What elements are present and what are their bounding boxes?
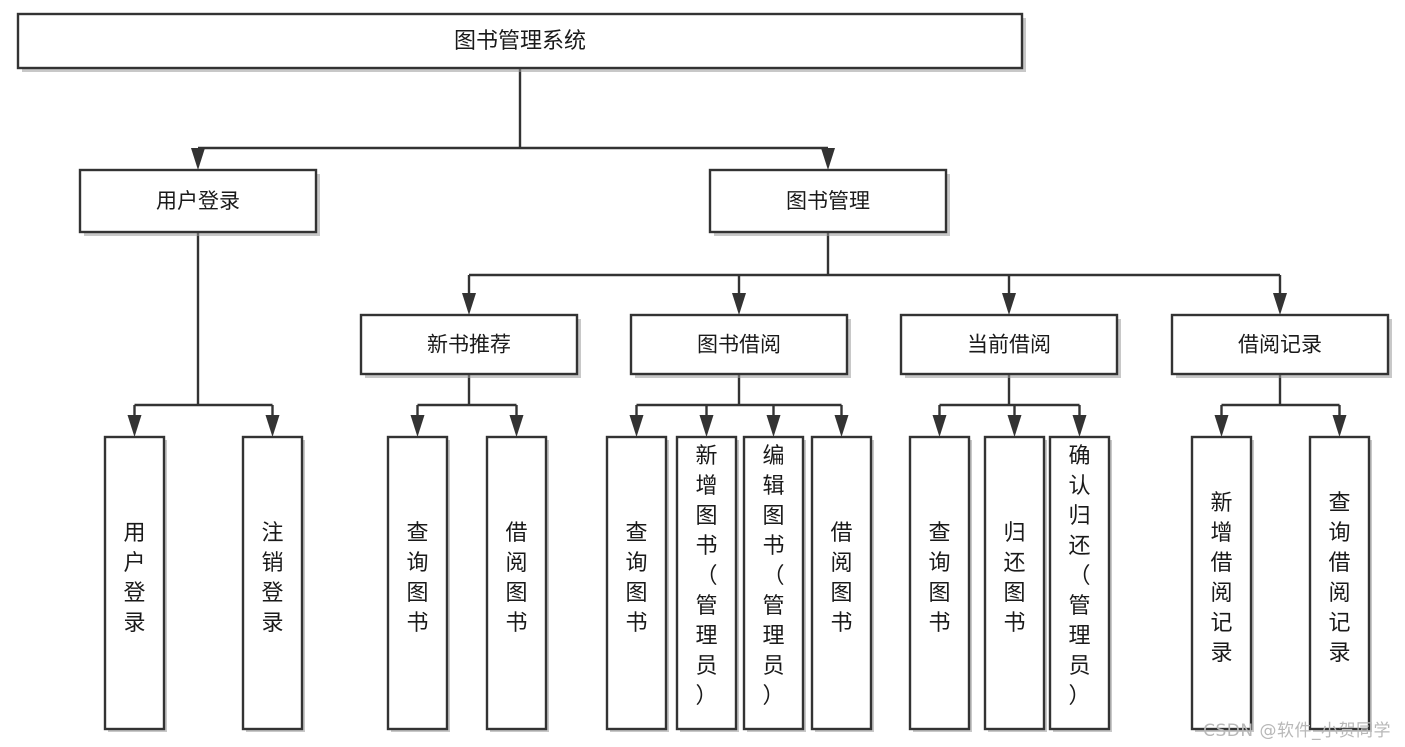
level3-node-borrow-record[interactable]: 借阅记录	[1170, 313, 1392, 378]
box-label: 当前借阅	[967, 333, 1051, 357]
box-label: 图书管理	[786, 189, 870, 213]
leaf-label: 借阅图书	[830, 521, 852, 636]
arrow-down-icon	[766, 415, 781, 437]
box-outline	[386, 435, 449, 731]
leaf-node-leaf-confirm-return[interactable]: 确认归还（管理员）	[1048, 435, 1112, 732]
arrow-down-icon	[732, 293, 746, 315]
nodes-layer: 图书管理系统用户登录图书管理新书推荐图书借阅当前借阅借阅记录用户登录注销登录查询…	[16, 12, 1392, 732]
arrow-down-icon	[1332, 415, 1347, 437]
arrow-down-icon	[821, 148, 835, 170]
box-outline	[1190, 435, 1253, 731]
leaf-label: 查询图书	[928, 521, 950, 636]
arrow-down-icon	[1273, 293, 1287, 315]
leaf-label: 查询图书	[406, 521, 428, 636]
box-outline	[241, 435, 304, 731]
box-outline	[708, 168, 948, 234]
arrow-down-icon	[127, 415, 142, 437]
root-node-图书管理系统[interactable]: 图书管理系统	[16, 12, 1026, 72]
box-outline	[1170, 313, 1390, 376]
leaf-label: 借阅图书	[505, 521, 527, 636]
leaf-label: 查询图书	[625, 521, 647, 636]
arrow-down-icon	[932, 415, 947, 437]
leaf-label: 新增图书（管理员）	[695, 444, 717, 709]
leaf-label: 用户登录	[123, 521, 145, 636]
box-label: 新书推荐	[427, 333, 511, 357]
leaf-node-leaf-return-book[interactable]: 归还图书	[983, 435, 1047, 732]
leaf-label: 确认归还（管理员）	[1068, 444, 1090, 709]
box-outline	[605, 435, 668, 731]
arrow-down-icon	[1002, 293, 1016, 315]
arrow-down-icon	[834, 415, 849, 437]
box-outline	[810, 435, 873, 731]
box-outline	[899, 313, 1119, 376]
arrow-down-icon	[462, 293, 476, 315]
watermark-text: CSDN @软件_小贺同学	[1203, 721, 1391, 741]
leaf-node-leaf-borrow-book-b[interactable]: 借阅图书	[810, 435, 874, 732]
box-label: 图书借阅	[697, 333, 781, 357]
arrow-down-icon	[699, 415, 714, 437]
arrow-down-icon	[509, 415, 524, 437]
level3-node-current-borrow[interactable]: 当前借阅	[899, 313, 1121, 378]
box-label: 借阅记录	[1238, 333, 1322, 357]
arrow-down-icon	[410, 415, 425, 437]
box-outline	[983, 435, 1046, 731]
box-outline	[359, 313, 579, 376]
leaf-node-leaf-add-book[interactable]: 新增图书（管理员）	[675, 435, 739, 732]
box-outline	[1308, 435, 1371, 731]
box-outline	[742, 435, 805, 731]
leaf-node-leaf-query-record[interactable]: 查询借阅记录	[1308, 435, 1372, 732]
leaf-node-leaf-query-book-c[interactable]: 查询图书	[908, 435, 972, 732]
arrow-down-icon	[629, 415, 644, 437]
leaf-label: 新增借阅记录	[1210, 491, 1232, 666]
arrow-down-icon	[191, 148, 205, 170]
level3-node-book-borrow[interactable]: 图书借阅	[629, 313, 851, 378]
leaf-node-leaf-edit-book[interactable]: 编辑图书（管理员）	[742, 435, 806, 732]
leaf-label: 归还图书	[1003, 521, 1025, 636]
box-label: 图书管理系统	[454, 29, 586, 54]
leaf-node-leaf-add-record[interactable]: 新增借阅记录	[1190, 435, 1254, 732]
level2-node-user-login[interactable]: 用户登录	[78, 168, 320, 236]
level3-node-new-book-rec[interactable]: 新书推荐	[359, 313, 581, 378]
box-outline	[16, 12, 1024, 70]
leaf-node-leaf-user-login[interactable]: 用户登录	[103, 435, 167, 732]
leaf-node-leaf-query-book-b[interactable]: 查询图书	[605, 435, 669, 732]
box-outline	[485, 435, 548, 731]
arrow-down-icon	[1007, 415, 1022, 437]
box-outline	[908, 435, 971, 731]
leaf-node-leaf-user-logout[interactable]: 注销登录	[241, 435, 305, 732]
leaf-label: 注销登录	[261, 521, 283, 636]
arrow-down-icon	[265, 415, 280, 437]
leaf-node-leaf-borrow-book-rec[interactable]: 借阅图书	[485, 435, 549, 732]
connectors-layer	[127, 68, 1347, 437]
arrow-down-icon	[1214, 415, 1229, 437]
leaf-label: 查询借阅记录	[1328, 491, 1350, 666]
level2-node-book-mgmt[interactable]: 图书管理	[708, 168, 950, 236]
box-label: 用户登录	[156, 189, 240, 213]
leaf-node-leaf-query-book-rec[interactable]: 查询图书	[386, 435, 450, 732]
box-outline	[629, 313, 849, 376]
box-outline	[675, 435, 738, 731]
arrow-down-icon	[1072, 415, 1087, 437]
leaf-label: 编辑图书（管理员）	[762, 444, 784, 709]
box-outline	[103, 435, 166, 731]
box-outline	[1048, 435, 1111, 731]
box-outline	[78, 168, 318, 234]
